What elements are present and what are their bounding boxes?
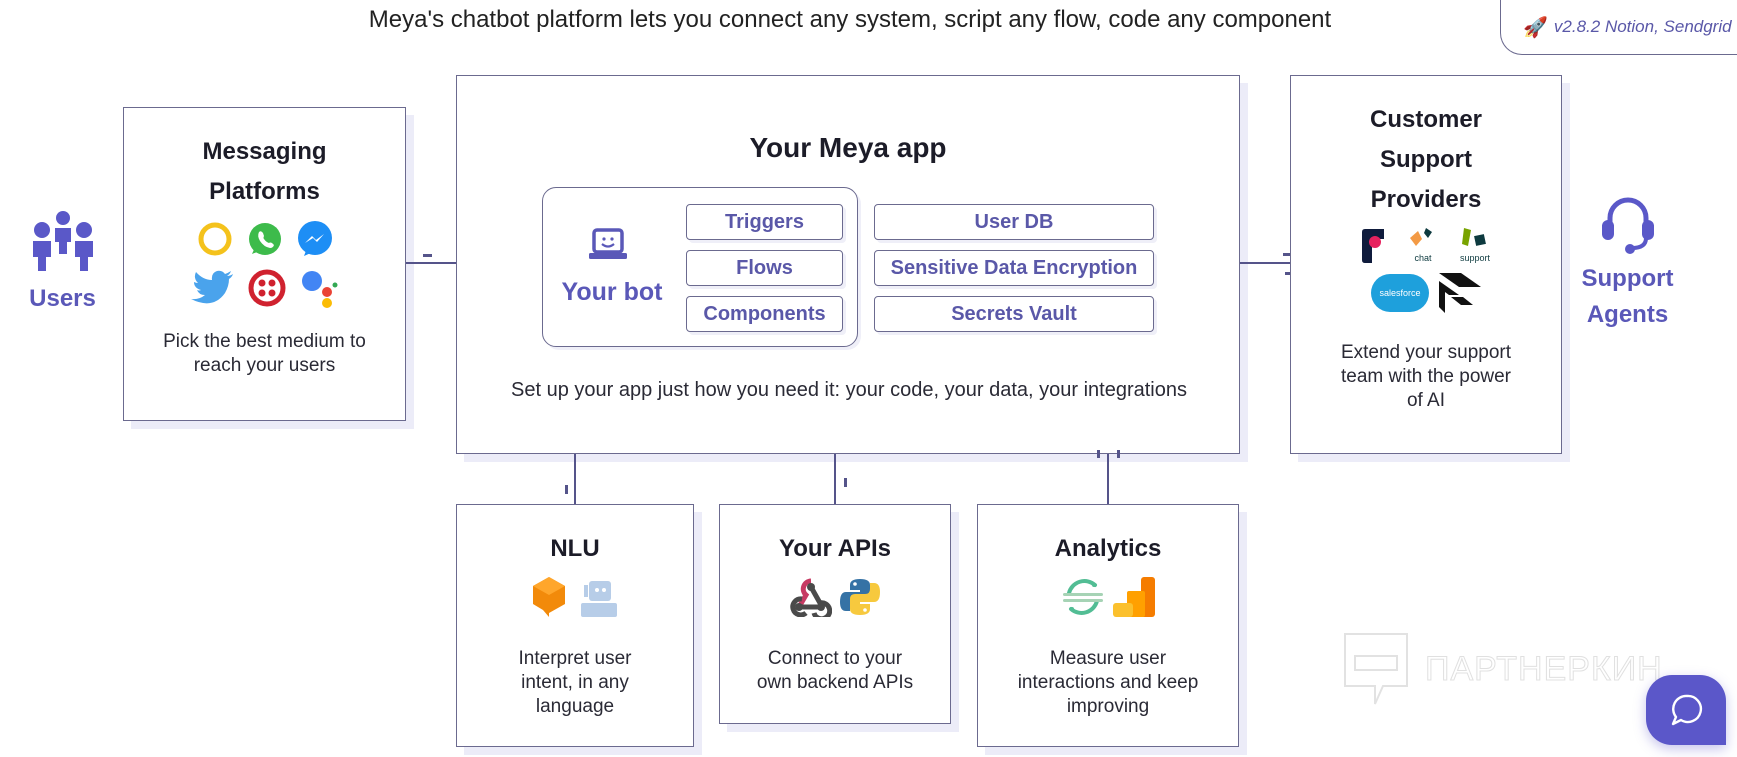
nlu-desc-3: language — [535, 696, 615, 717]
service-user-db[interactable]: User DB — [874, 204, 1154, 240]
connector-app-support — [1240, 262, 1290, 264]
messaging-desc-2: reach your users — [193, 355, 336, 376]
chat-logo-label: chat — [1414, 253, 1432, 263]
apis-desc-2: own backend APIs — [756, 672, 914, 693]
support-title-2: Support — [1380, 146, 1472, 173]
watermark-text: ПАРТНЕРКИН — [1425, 649, 1663, 688]
nlu-desc-2: intent, in any — [521, 672, 629, 693]
connector-messaging-app — [406, 262, 457, 264]
bot-box: Your bot — [542, 187, 858, 347]
support-agents-label-1: Support — [1581, 265, 1674, 292]
zendesk-support-icon — [1462, 228, 1486, 246]
watermark-logo-icon — [1344, 633, 1408, 705]
app-desc: Set up your app just how you need it: yo… — [511, 379, 1187, 401]
service-sensitive-data-encryption[interactable]: Sensitive Data Encryption — [874, 250, 1154, 286]
support-title-3: Providers — [1370, 186, 1482, 213]
chat-launcher-button[interactable] — [1646, 675, 1726, 745]
users-icon — [32, 211, 93, 271]
nlu-box: NLU Interpret user intent, in any langua… — [456, 504, 694, 747]
apis-box: Your APIs Connect to your own backend AP… — [719, 504, 951, 724]
whatsapp-icon — [248, 223, 281, 255]
users-node: Users — [20, 210, 105, 313]
support-desc-1: Extend your support — [1340, 342, 1512, 363]
robot-icon — [581, 581, 617, 617]
webhook-icon — [790, 578, 832, 617]
connector-app-analytics — [1107, 454, 1109, 504]
google-analytics-icon — [1113, 577, 1155, 617]
connector-tick — [1117, 450, 1120, 458]
messaging-title-1: Messaging — [202, 138, 327, 165]
app-title: Your Meya app — [749, 132, 947, 163]
analytics-desc-3: improving — [1066, 696, 1150, 717]
connector-tick — [1285, 272, 1290, 275]
support-desc-2: team with the power — [1340, 366, 1512, 387]
salesforce-label: salesforce — [1379, 288, 1421, 298]
support-desc-3: of AI — [1406, 390, 1446, 411]
connector-tick — [844, 478, 847, 487]
rocket-icon: 🚀 — [1523, 16, 1548, 39]
connector-app-nlu — [574, 454, 576, 504]
support-title-1: Customer — [1369, 106, 1483, 133]
support-agents-node: Support Agents — [1570, 192, 1685, 329]
messaging-desc-1: Pick the best medium to — [163, 331, 366, 352]
messaging-title-2: Platforms — [209, 178, 320, 205]
zendesk-chat-icon — [1409, 228, 1432, 246]
support-agents-label-2: Agents — [1586, 301, 1669, 328]
headset-icon — [1601, 197, 1654, 254]
support-providers-box: Customer Support Providers chat support … — [1290, 75, 1562, 454]
messaging-platforms-box: Messaging Platforms Pick the best medium… — [123, 107, 406, 421]
laptop-smile-icon — [589, 228, 627, 259]
meya-app-box: Your Meya app Your bot Triggers Flows Co… — [456, 75, 1240, 454]
connector-tick — [565, 485, 568, 494]
analytics-title: Analytics — [1054, 535, 1162, 562]
apis-desc-1: Connect to your — [767, 648, 903, 669]
watermark: ПАРТНЕРКИН — [1343, 632, 1663, 706]
apis-title: Your APIs — [778, 535, 892, 562]
bot-item-components[interactable]: Components — [686, 296, 843, 332]
google-chat-ring-icon — [198, 222, 231, 256]
chat-bubble-icon — [1671, 694, 1703, 726]
kustomer-logo-icon — [1439, 273, 1481, 313]
users-label: Users — [29, 285, 96, 312]
twitter-icon — [190, 270, 233, 304]
nlu-title: NLU — [550, 535, 600, 562]
release-badge[interactable]: 🚀 v2.8.2 Notion, Sendgrid — [1500, 0, 1737, 55]
connector-tick — [1283, 253, 1290, 256]
analytics-box: Analytics Measure user interactions and … — [977, 504, 1239, 747]
messenger-icon — [297, 221, 332, 256]
bot-item-flows[interactable]: Flows — [686, 250, 843, 286]
segment-icon — [1063, 579, 1103, 615]
twilio-icon — [248, 269, 285, 307]
support-logo-label: support — [1459, 253, 1491, 263]
bot-item-triggers[interactable]: Triggers — [686, 204, 843, 240]
salesforce-logo: salesforce — [1371, 274, 1429, 312]
tagline: Meya's chatbot platform lets you connect… — [368, 6, 1332, 33]
connector-tick — [423, 254, 432, 257]
dialogflow-icon — [533, 577, 565, 617]
release-badge-text: v2.8.2 Notion, Sendgrid — [1553, 17, 1732, 36]
analytics-desc-2: interactions and keep — [1017, 672, 1199, 693]
python-icon — [840, 579, 880, 615]
front-logo-icon — [1361, 229, 1384, 263]
connector-app-apis — [834, 454, 836, 504]
connector-tick — [1097, 450, 1100, 458]
google-assistant-icon — [301, 271, 337, 308]
analytics-desc-1: Measure user — [1049, 648, 1167, 669]
bot-label: Your bot — [561, 278, 663, 306]
nlu-desc-1: Interpret user — [518, 648, 632, 669]
service-secrets-vault[interactable]: Secrets Vault — [874, 296, 1154, 332]
